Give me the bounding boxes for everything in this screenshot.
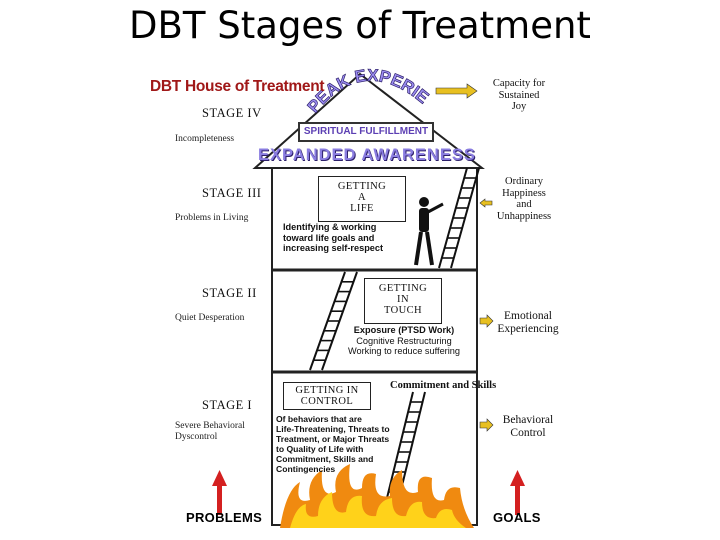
slide-title: DBT Stages of Treatment <box>129 4 591 47</box>
getting-in-control-description: Of behaviors that are Life-Threatening, … <box>276 414 390 474</box>
fire-icon <box>280 464 474 528</box>
goal-ordinary-happiness: Ordinary Happiness and Unhappiness <box>496 176 552 222</box>
getting-in-touch-description: Exposure (PTSD Work) Cognitive Restructu… <box>347 325 460 356</box>
goal-sustained-joy: Capacity for Sustained Joy <box>492 78 546 112</box>
getting-a-life-box: GETTING A LIFE <box>318 176 406 222</box>
goals-label: GOALS <box>493 510 541 525</box>
stage-i-problem: Severe Behavioral Dyscontrol <box>175 421 245 442</box>
stage-ii-label: STAGE II <box>202 286 257 300</box>
problems-label: PROBLEMS <box>186 510 263 525</box>
climbing-person-icon <box>414 197 444 266</box>
stage-ii-problem: Quiet Desperation <box>175 313 245 323</box>
spiritual-fulfillment-box: SPIRITUAL FULFILLMENT <box>298 122 434 142</box>
getting-a-life-description: Identifying & working toward life goals … <box>283 222 384 253</box>
getting-in-control-box: GETTING IN CONTROL <box>283 382 371 410</box>
commitment-and-skills-label: Commitment and Skills <box>390 380 497 391</box>
getting-in-touch-box: GETTING IN TOUCH <box>364 278 442 324</box>
house-walls <box>271 167 478 526</box>
expanded-awareness-text: EXPANDED AWARENESS <box>258 146 476 164</box>
goals-arrow-icon <box>510 470 525 515</box>
stage-i-label: STAGE I <box>202 398 253 412</box>
goal-pointer-arrows <box>435 83 494 432</box>
stage-iii-problem: Problems in Living <box>175 213 249 223</box>
goal-behavioral-control: Behavioral Control <box>502 414 554 439</box>
problems-arrow-icon <box>212 470 227 515</box>
dbt-house-diagram: PEAK EXPERIENCES <box>140 60 580 535</box>
stage-iv-problem: Incompleteness <box>175 134 235 144</box>
goal-emotional-experiencing: Emotional Experiencing <box>497 310 559 335</box>
stage-iv-label: STAGE IV <box>202 106 262 120</box>
house-structure: PEAK EXPERIENCES <box>140 60 525 528</box>
stage-iii-label: STAGE III <box>202 186 262 200</box>
house-title: DBT House of Treatment <box>150 78 325 95</box>
